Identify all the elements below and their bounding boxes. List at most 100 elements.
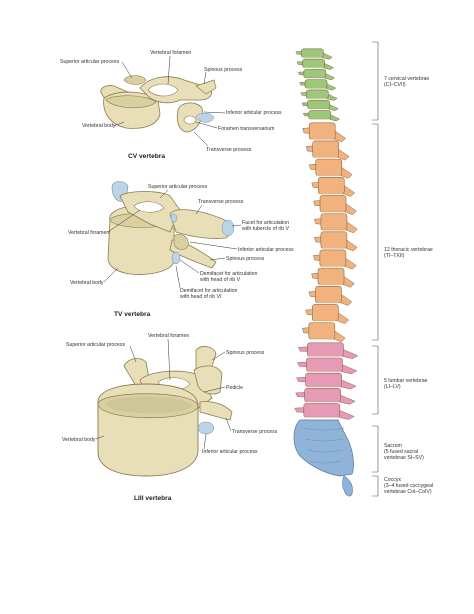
tv-label-superior-articular-process: Superior articular process (148, 184, 208, 190)
cv-label-superior-articular-process: Superior articular process (60, 59, 120, 65)
cv-label-transverse-process: Transverse process (206, 147, 252, 153)
sacral-fusion-line-4 (309, 460, 342, 464)
thoracic-vertebra-3 (315, 158, 343, 176)
liii-leader-superior-articular (129, 345, 137, 363)
tv-label-transverse-process: Transverse process (198, 199, 244, 205)
spine-label-lumbar-1: 5 lumbar vertebrae (384, 378, 428, 384)
liii-leader-vertebral-foramen (167, 338, 171, 381)
cv-label-inferior-articular-process: Inferior articular process (226, 110, 282, 116)
liii-leader-spinous (211, 351, 226, 361)
thoracic-vertebra-2 (312, 140, 339, 158)
liii-leader-vertebral-body (95, 435, 105, 440)
tv-leader-facet (231, 224, 242, 227)
liii-vertebra-illustration (97, 346, 233, 477)
cervical-vertebra-4 (304, 79, 328, 89)
liii-label-vertebral-foramen: Vertebral foramen (148, 333, 189, 339)
thoracic-vertebra-8 (319, 249, 347, 267)
cv-leader-inferior-articular (203, 111, 226, 114)
thoracic-vertebra-12 (308, 322, 336, 340)
tv-leader-spinous (209, 257, 226, 261)
thoracic-vertebra-9 (317, 267, 345, 285)
liii-label-transverse-process: Transverse process (232, 429, 278, 435)
cv-leader-vertebral-body (113, 121, 125, 127)
liii-label-vertebral-body: Vertebral body (62, 437, 96, 443)
tv-label-demifacet-v-1: Demifacet for articulation (200, 271, 257, 277)
spine-label-sacrum-1: Sacrum (384, 443, 402, 449)
spine-label-cervical-1: 7 cervical vertebrae (384, 76, 429, 82)
tv-label-inferior-articular-process: Inferior articular process (238, 247, 294, 253)
bracket-thoracic (372, 123, 379, 341)
spine-label-coccyx-1: Coccyx (384, 477, 401, 483)
cv-leader-transverse (193, 131, 209, 147)
thoracic-vertebra-1 (308, 122, 336, 140)
tv-label-facet-2: with tubercle of rib V (242, 226, 290, 232)
tv-leader-inferior-articular (189, 241, 238, 250)
sacral-fusion-line-3 (307, 449, 343, 453)
bracket-cervical (372, 41, 379, 121)
thoracic-vertebra-5 (319, 195, 347, 213)
bracket-sacrum (372, 425, 379, 473)
cv-label-vertebral-body: Vertebral body (82, 123, 116, 129)
lumbar-vertebra-3 (305, 372, 342, 388)
cervical-vertebra-7 (308, 110, 332, 120)
thoracic-vertebra-4 (317, 177, 345, 195)
spine-label-coccyx-2: (3–4 fused coccygeal (384, 483, 433, 489)
lumbar-vertebra-2 (306, 357, 343, 372)
cervical-vertebra-2 (302, 58, 325, 69)
sacrum-shape (293, 419, 354, 477)
cv-label-vertebral-foramen: Vertebral foramen (150, 50, 191, 56)
tv-label-vertebral-body: Vertebral body (70, 280, 104, 286)
liii-caption: LIII vertebra (134, 495, 172, 502)
tv-label-vertebral-foramen: Vertebral foramen (68, 230, 109, 236)
tv-leader-transverse (195, 204, 203, 215)
tv-label-demifacet-v-2: with head of rib V (200, 277, 241, 283)
vertebral-column-illustration (293, 48, 359, 497)
tv-leader-demifacet-v (179, 259, 200, 274)
tv-label-demifacet-vi-2: with head of rib VI (180, 294, 222, 300)
tv-caption: TV vertebra (114, 311, 151, 318)
cervical-vertebra-5 (306, 89, 329, 99)
liii-label-pedicle: Pedicle (226, 385, 243, 391)
tv-leader-vertebral-foramen (107, 209, 141, 233)
spine-label-lumbar-2: (LI–LV) (384, 384, 401, 390)
spine-label-sacrum-2: (5 fused sacral (384, 449, 418, 455)
cv-vertebra-illustration (100, 75, 217, 133)
tv-label-demifacet-vi-1: Demifacet for articulation (180, 288, 237, 294)
thoracic-vertebra-10 (315, 285, 342, 304)
coccyx-shape (342, 475, 353, 497)
cervical-vertebra-6 (307, 99, 330, 110)
lumbar-vertebra-5 (303, 403, 341, 418)
tv-leader-superior-articular (159, 189, 169, 199)
thoracic-vertebra-6 (320, 213, 348, 231)
bracket-lumbar (372, 345, 379, 415)
cv-caption: CV vertebra (128, 153, 165, 160)
liii-label-spinous-process: Spinous process (226, 350, 265, 356)
liii-leader-transverse (225, 417, 232, 432)
thoracic-vertebra-7 (320, 231, 348, 249)
tv-label-facet-1: Facet for articulation (242, 220, 289, 226)
cv-label-foramen-transversarium: Foramen transversarium (218, 126, 275, 132)
cv-label-spinous-process: Spinous process (204, 67, 243, 73)
cv-leader-superior-articular (121, 61, 133, 79)
spine-label-coccyx-3: vertebrae CoI–CoIV) (384, 489, 432, 495)
spine-label-cervical-2: (CI–CVII) (384, 82, 406, 88)
spine-label-thoracic-2: (TI–TXII) (384, 253, 405, 259)
sacral-fusion-line-2 (305, 438, 344, 442)
cv-leader-spinous (203, 71, 207, 85)
tv-label-spinous-process: Spinous process (226, 256, 265, 262)
lumbar-vertebra-1 (307, 342, 344, 357)
tv-leader-demifacet-vi (175, 265, 181, 289)
spine-label-sacrum-3: vertebrae SI–SV) (384, 455, 424, 461)
spine-label-thoracic-1: 12 thoracic vertebrae (384, 247, 433, 253)
thoracic-vertebra-11 (312, 304, 339, 322)
liii-leader-pedicle (203, 386, 226, 393)
bracket-coccyx (372, 475, 379, 497)
cervical-vertebra-1 (301, 48, 324, 58)
tv-vertebra-illustration (107, 181, 235, 275)
liii-leader-inferior-articular (203, 433, 207, 450)
liii-label-inferior-articular-process: Inferior articular process (202, 449, 258, 455)
lumbar-vertebra-4 (304, 388, 341, 403)
liii-label-superior-articular-process: Superior articular process (66, 342, 126, 348)
